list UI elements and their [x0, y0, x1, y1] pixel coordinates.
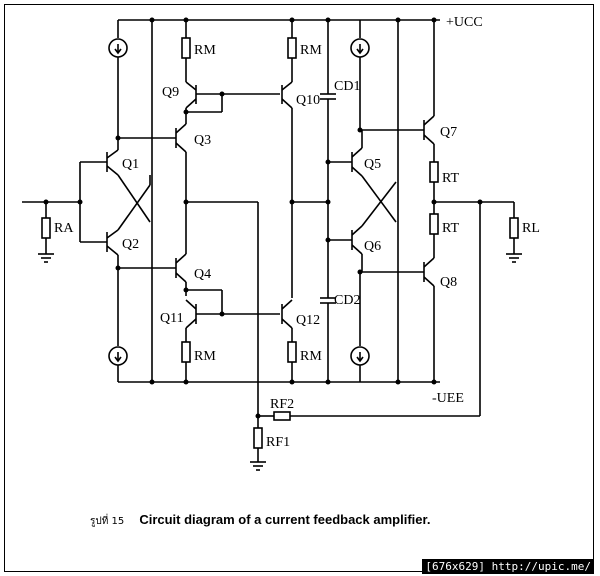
label-q3: Q3 — [194, 133, 211, 148]
capacitor-cd1 — [320, 20, 336, 240]
feedback-network — [250, 202, 481, 471]
label-q7: Q7 — [440, 125, 457, 140]
transistor-q4 — [118, 253, 187, 283]
transistor-q7 — [423, 115, 435, 145]
caption-prefix: รูปที่ 15 — [90, 516, 125, 527]
circuit-diagram: +UCC -UEE RM RM RM RM RA RL RT RT RF2 RF… — [22, 15, 540, 471]
image-frame — [4, 4, 594, 572]
label-q9: Q9 — [162, 85, 179, 100]
supply-positive-label: +UCC — [446, 15, 483, 30]
label-rt-2: RT — [442, 221, 459, 236]
transistor-q12 — [281, 299, 293, 329]
label-q12: Q12 — [296, 313, 320, 328]
transistor-q1 — [80, 149, 119, 176]
transistor-q11 — [185, 299, 280, 329]
watermark: [676x629] http://upic.me/ — [422, 559, 594, 574]
resistor-ra — [38, 202, 54, 263]
resistor-rt-1 — [429, 144, 439, 214]
capacitor-cd2 — [320, 240, 336, 382]
label-rm-4: RM — [300, 349, 322, 364]
label-rf1: RF1 — [266, 435, 290, 450]
caption-text: Circuit diagram of a current feedback am… — [139, 512, 431, 527]
label-rl: RL — [522, 221, 540, 236]
label-q2: Q2 — [122, 237, 139, 252]
resistor-rm-1 — [181, 20, 191, 82]
resistor-rt-2 — [429, 213, 439, 258]
crossed-emitters-right — [361, 175, 397, 227]
label-rm-3: RM — [194, 349, 216, 364]
label-q11: Q11 — [160, 311, 184, 326]
label-q10: Q10 — [296, 93, 320, 108]
label-q4: Q4 — [194, 267, 211, 282]
supply-rails — [118, 19, 440, 383]
figure-caption: รูปที่ 15 Circuit diagram of a current f… — [90, 509, 430, 529]
current-source-bottom-right — [350, 272, 370, 382]
transistor-q3 — [118, 123, 187, 153]
label-q8: Q8 — [440, 275, 457, 290]
transistor-q2 — [80, 229, 119, 256]
current-source-top-left — [108, 20, 128, 138]
label-rm-1: RM — [194, 43, 216, 58]
label-q6: Q6 — [364, 239, 381, 254]
label-cd1: CD1 — [334, 79, 360, 94]
label-q5: Q5 — [364, 157, 381, 172]
component-labels: +UCC -UEE RM RM RM RM RA RL RT RT RF2 RF… — [54, 15, 540, 450]
transistor-q9 — [185, 81, 222, 109]
transistor-q6 — [351, 225, 363, 255]
label-cd2: CD2 — [334, 293, 360, 308]
supply-negative-label: -UEE — [432, 391, 464, 406]
crossed-emitters — [117, 174, 151, 231]
resistor-rm-3 — [181, 328, 191, 382]
transistor-q5 — [351, 147, 363, 177]
resistor-rm-2 — [287, 20, 297, 82]
resistor-rm-4 — [287, 328, 297, 382]
label-rm-2: RM — [300, 43, 322, 58]
transistor-q8 — [423, 257, 435, 287]
resistor-rl — [506, 202, 522, 263]
current-source-bottom-left — [108, 270, 128, 382]
transistor-q10 — [281, 81, 293, 109]
label-rf2: RF2 — [270, 397, 294, 412]
current-source-top-right — [350, 20, 370, 130]
label-q1: Q1 — [122, 157, 139, 172]
label-ra: RA — [54, 221, 74, 236]
label-rt-1: RT — [442, 171, 459, 186]
